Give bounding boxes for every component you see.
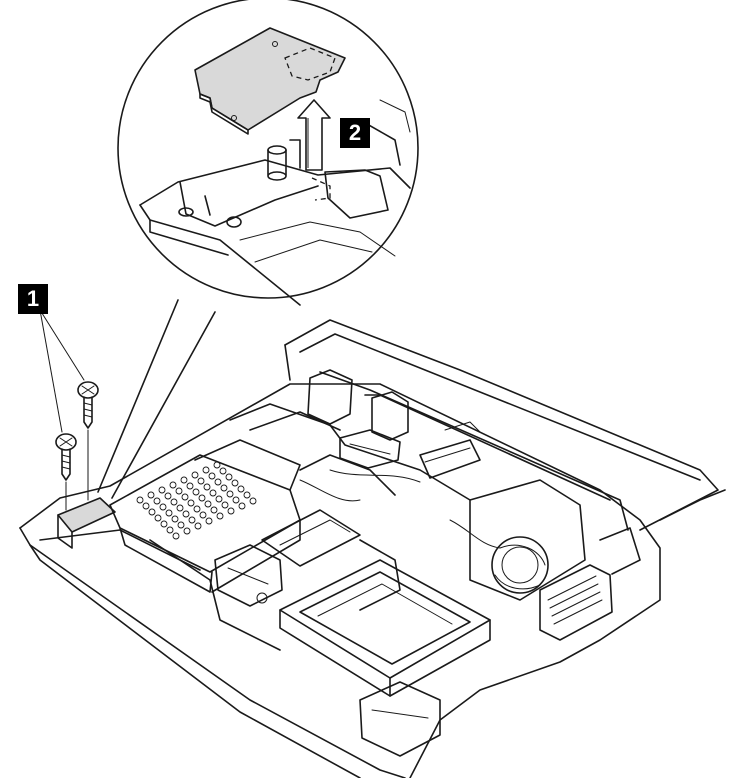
grille-hole: [187, 499, 195, 507]
grille-hole: [227, 507, 235, 515]
grille-hole: [148, 508, 156, 516]
grille-hole: [160, 520, 168, 528]
lift-arrow-icon: [297, 99, 331, 171]
grille-hole: [170, 498, 178, 506]
grille-hole: [191, 471, 199, 479]
grille-hole: [237, 485, 245, 493]
grille-hole: [208, 472, 216, 480]
step-2-label: 2: [340, 118, 370, 148]
hinge-block: [307, 369, 353, 425]
grille-hole: [164, 492, 172, 500]
zoomed-slot-area: [139, 99, 411, 306]
grille-hole: [249, 497, 257, 505]
grille-hole: [169, 481, 177, 489]
grille-hole: [159, 503, 167, 511]
grille-hole: [199, 511, 207, 519]
grille-hole: [243, 491, 251, 499]
grille-hole: [177, 521, 185, 529]
grille-hole: [182, 510, 190, 518]
laptop-base: [19, 319, 726, 778]
screw-icon: [77, 381, 99, 501]
system-board: [229, 403, 481, 611]
grille-hole: [171, 515, 179, 523]
grille-hole: [198, 494, 206, 502]
grille-hole: [232, 496, 240, 504]
grille-hole: [175, 487, 183, 495]
grille-hole: [166, 526, 174, 534]
hard-drive-bay: [109, 439, 301, 593]
cooling-fan: [449, 479, 586, 601]
grille-hole: [186, 482, 194, 490]
grille-hole: [203, 483, 211, 491]
grille-hole: [216, 512, 224, 520]
grille-hole: [204, 500, 212, 508]
grille-hole: [165, 509, 173, 517]
grille-hole: [181, 493, 189, 501]
small-card: [194, 27, 346, 135]
grille-hole: [142, 502, 150, 510]
callout-pointer-right: [111, 311, 216, 499]
grille-hole: [231, 479, 239, 487]
callout-pointer-left: [97, 299, 179, 493]
grille-hole: [238, 502, 246, 510]
screw-leader-lines: [39, 309, 85, 433]
memory-slot: [279, 559, 491, 697]
lower-components: [149, 539, 441, 757]
grille-hole: [213, 461, 221, 469]
vent-grille: [136, 461, 257, 540]
side-connector: [539, 527, 641, 641]
grille-hole: [194, 522, 202, 530]
grille-hole: [220, 484, 228, 492]
screw-pad: [57, 497, 116, 533]
grille-hole: [193, 505, 201, 513]
grille-hole: [153, 497, 161, 505]
corner-module: [359, 681, 441, 757]
grille-hole: [202, 466, 210, 474]
grille-hole: [183, 527, 191, 535]
grille-hole: [180, 476, 188, 484]
grille-hole: [136, 496, 144, 504]
grille-hole: [214, 478, 222, 486]
grille-hole: [215, 495, 223, 503]
grille-hole: [219, 467, 227, 475]
grille-hole: [192, 488, 200, 496]
grille-hole: [221, 501, 229, 509]
grille-hole: [226, 490, 234, 498]
grille-hole: [154, 514, 162, 522]
grille-hole: [172, 532, 180, 540]
grille-hole: [188, 516, 196, 524]
screw-icon: [55, 433, 77, 511]
grille-hole: [205, 517, 213, 525]
grille-hole: [147, 491, 155, 499]
grille-hole: [210, 506, 218, 514]
grille-hole: [158, 486, 166, 494]
grille-hole: [176, 504, 184, 512]
grille-hole: [209, 489, 217, 497]
grille-hole: [197, 477, 205, 485]
grille-hole: [225, 473, 233, 481]
step-1-label: 1: [18, 284, 48, 314]
magnifier-callout: [97, 0, 419, 499]
